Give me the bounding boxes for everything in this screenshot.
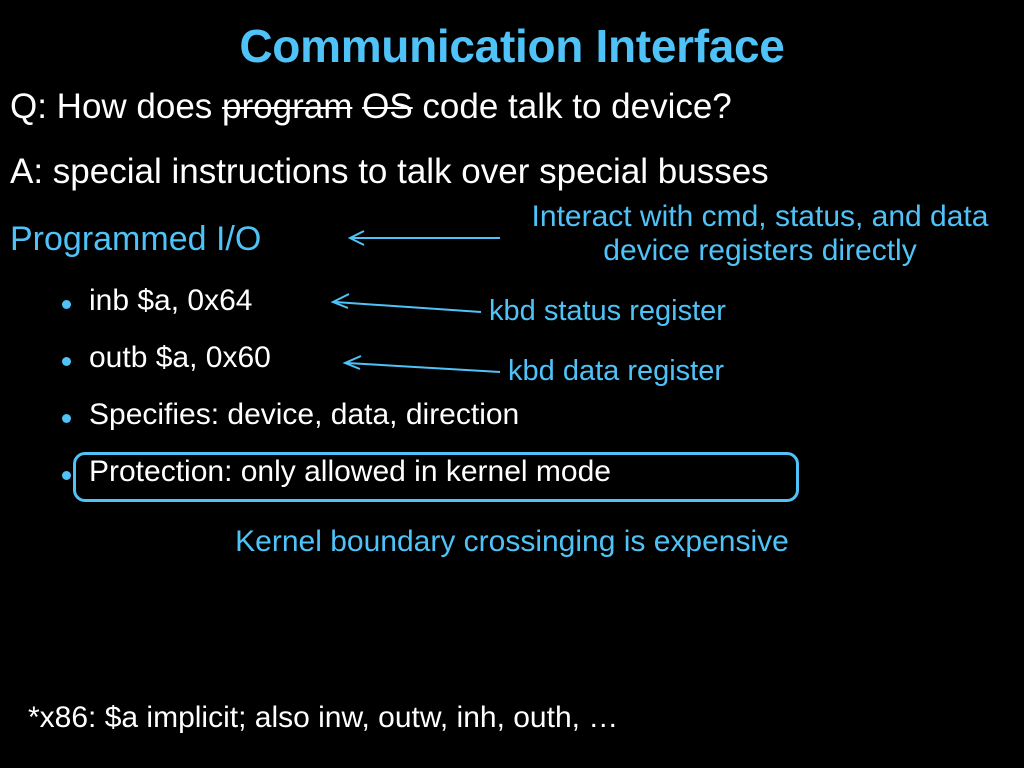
section-heading-programmed-io: Programmed I/O	[10, 220, 262, 258]
question-suffix: code talk to device?	[412, 87, 732, 126]
question-struck-os: OS	[362, 87, 413, 126]
annotation-kbd-data-register: kbd data register	[508, 355, 725, 387]
annotation-kernel-crossing-cost: Kernel boundary crossinging is expensive	[235, 525, 789, 558]
question-struck-program: program	[222, 87, 353, 126]
answer-line: A: special instructions to talk over spe…	[10, 152, 769, 191]
bullet-dot-icon	[62, 471, 71, 480]
list-item: outb $a, 0x60	[62, 341, 822, 398]
bullet-list: inb $a, 0x64 outb $a, 0x60 Specifies: de…	[62, 284, 822, 512]
bullet-label: inb $a, 0x64	[89, 284, 253, 317]
bullet-label: Specifies: device, data, direction	[89, 398, 520, 431]
bullet-dot-icon	[62, 300, 71, 309]
list-item: Specifies: device, data, direction	[62, 398, 822, 455]
bullet-dot-icon	[62, 357, 71, 366]
arrow-to-programmed-io	[347, 230, 500, 246]
annotation-kbd-status-register: kbd status register	[489, 295, 726, 327]
slide-title: Communication Interface	[239, 20, 785, 72]
bullet-label: outb $a, 0x60	[89, 341, 271, 374]
footnote-x86: *x86: $a implicit; also inw, outw, inh, …	[28, 701, 619, 734]
bullet-label: Protection: only allowed in kernel mode	[89, 455, 611, 488]
question-gap	[352, 87, 362, 126]
list-item: Protection: only allowed in kernel mode	[62, 455, 822, 512]
question-prefix: Q: How does	[10, 87, 223, 126]
list-item: inb $a, 0x64	[62, 284, 822, 341]
bullet-dot-icon	[62, 414, 71, 423]
annotation-interact-registers: Interact with cmd, status, and data devi…	[531, 200, 989, 267]
question-line: Q: How does program OS code talk to devi…	[10, 87, 732, 127]
